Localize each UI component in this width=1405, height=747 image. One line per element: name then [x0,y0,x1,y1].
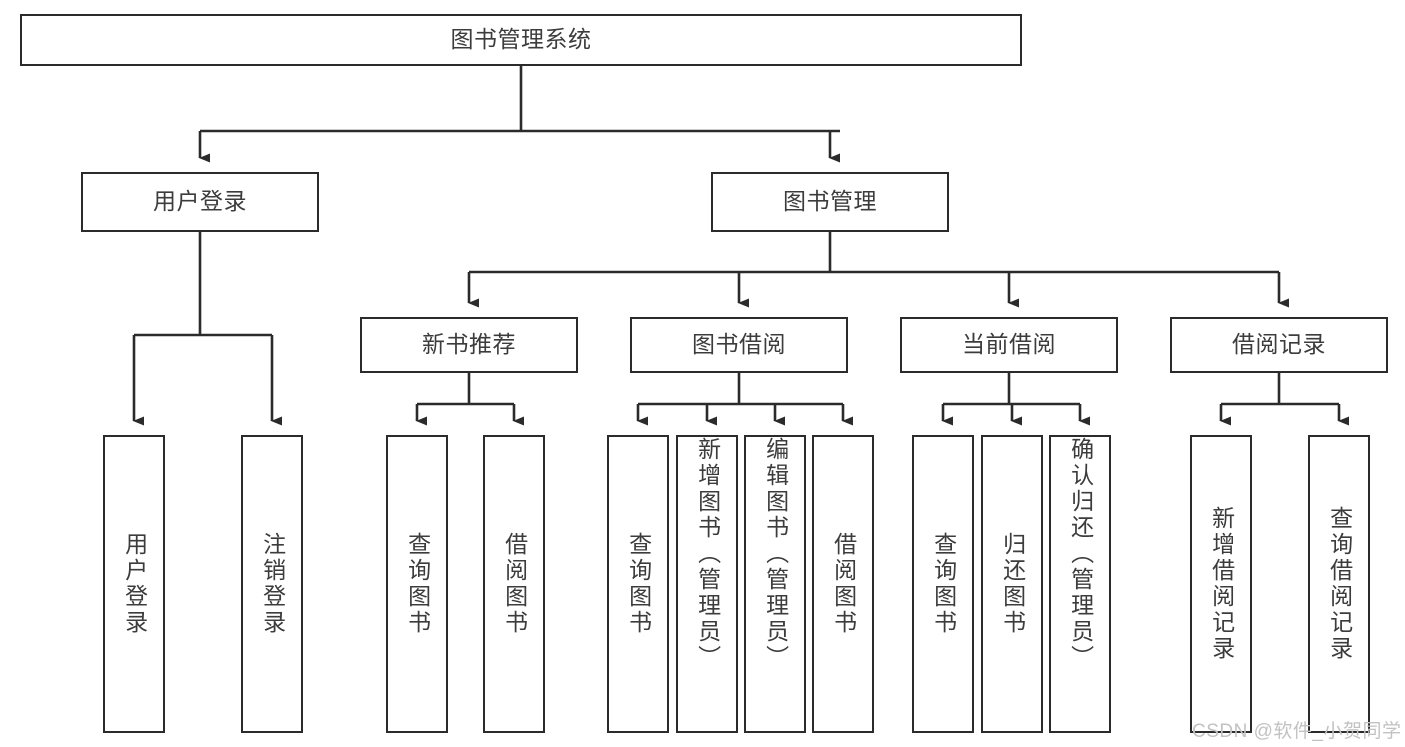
node-leaf-query-book-c[interactable]: 查询图书 [912,435,974,733]
node-current-borrow-label: 当前借阅 [962,331,1056,358]
node-book-manage[interactable]: 图书管理 [711,172,949,232]
node-new-book-recommend-label: 新书推荐 [422,331,516,358]
node-leaf-query-book-b[interactable]: 查询图书 [607,435,669,733]
node-leaf-logout[interactable]: 注销登录 [241,435,303,733]
node-leaf-add-book-label: 新增图书（管理员） [694,437,721,671]
node-leaf-return-book-label: 归还图书 [999,532,1026,636]
node-leaf-borrow-book-a-label: 借阅图书 [501,532,528,636]
node-leaf-borrow-book-b-label: 借阅图书 [830,532,857,636]
node-leaf-query-record-label: 查询借阅记录 [1326,506,1353,662]
node-book-manage-label: 图书管理 [783,188,877,215]
node-user-login[interactable]: 用户登录 [81,172,319,232]
node-leaf-confirm-return-label: 确认归还（管理员） [1067,437,1094,671]
node-leaf-edit-book-label: 编辑图书（管理员） [762,437,789,671]
node-leaf-confirm-return[interactable]: 确认归还（管理员） [1049,435,1111,733]
node-borrow-record-label: 借阅记录 [1232,331,1326,358]
node-leaf-query-book-c-label: 查询图书 [930,532,957,636]
node-leaf-user-login[interactable]: 用户登录 [103,435,165,733]
node-book-borrow-label: 图书借阅 [692,331,786,358]
node-leaf-add-book[interactable]: 新增图书（管理员） [676,435,738,733]
node-root[interactable]: 图书管理系统 [20,14,1022,66]
node-user-login-label: 用户登录 [153,188,247,215]
node-leaf-borrow-book-a[interactable]: 借阅图书 [483,435,545,733]
node-leaf-add-record[interactable]: 新增借阅记录 [1190,435,1252,733]
node-current-borrow[interactable]: 当前借阅 [900,317,1118,373]
node-borrow-record[interactable]: 借阅记录 [1170,317,1388,373]
node-leaf-logout-label: 注销登录 [259,532,286,636]
node-root-label: 图书管理系统 [450,26,592,53]
node-leaf-edit-book[interactable]: 编辑图书（管理员） [744,435,806,733]
node-leaf-add-record-label: 新增借阅记录 [1208,506,1235,662]
node-new-book-recommend[interactable]: 新书推荐 [360,317,578,373]
node-leaf-return-book[interactable]: 归还图书 [981,435,1043,733]
node-leaf-user-login-label: 用户登录 [121,532,148,636]
node-leaf-query-record[interactable]: 查询借阅记录 [1308,435,1370,733]
node-leaf-query-book-a-label: 查询图书 [404,532,431,636]
node-leaf-query-book-b-label: 查询图书 [625,532,652,636]
node-book-borrow[interactable]: 图书借阅 [630,317,848,373]
node-leaf-borrow-book-b[interactable]: 借阅图书 [812,435,874,733]
node-leaf-query-book-a[interactable]: 查询图书 [386,435,448,733]
